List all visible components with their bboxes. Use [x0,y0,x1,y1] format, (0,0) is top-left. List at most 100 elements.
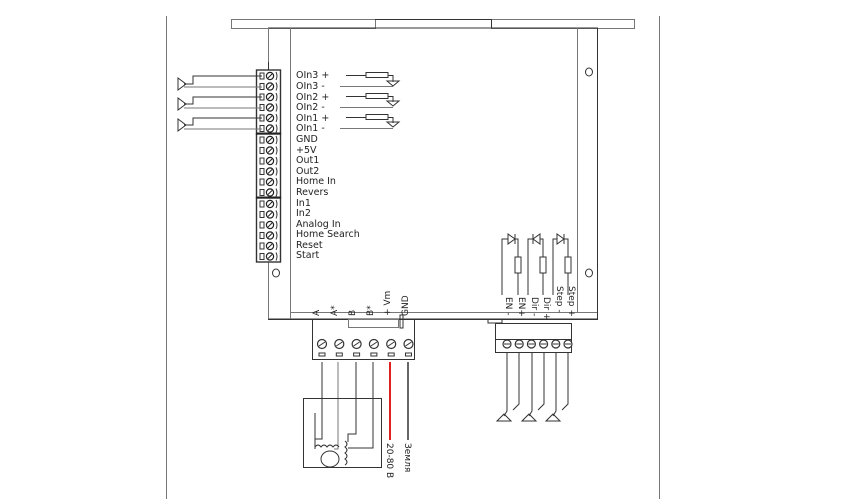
terminal-label: In2 [296,208,311,219]
terminal-slot [259,147,265,154]
terminal-slot [259,253,265,260]
terminal-clamp [275,82,278,91]
terminal-slot [370,352,378,357]
terminal-label: Out1 [296,155,319,166]
screw-slot [267,94,273,100]
terminal-slot [259,157,265,165]
ground-symbol-icon [520,413,538,422]
terminal-slot [259,242,265,250]
terminal-clamp [275,146,278,155]
terminal-label: In1 [296,198,311,209]
optocoupler-icon [556,233,565,245]
terminal-label: OIn3 - [296,81,325,92]
screw-slot [267,73,273,79]
screw-slot [267,137,273,143]
resistor-icon [365,114,389,120]
screw-slot [267,201,273,207]
terminal-slot [259,168,265,175]
screw-slot [387,341,395,347]
terminal-block [255,133,282,199]
heatsink-flange-right [491,19,635,29]
resistor-icon [564,256,572,274]
screw-slot [267,169,273,174]
terminal-label: Step + [566,286,576,317]
terminal-block [255,197,282,263]
screw-slot [267,190,273,195]
terminal-label: GND [296,134,318,145]
terminal-label: Home In [296,176,336,187]
power-terminal-block [312,314,415,360]
terminal-label: B* [366,305,376,316]
control-optocouplers [501,233,572,295]
resistor-icon [539,256,547,274]
motor-icon [320,450,340,468]
terminal-label: + Vm [383,291,393,316]
terminal-slot [259,211,265,218]
terminal-label: Start [296,250,319,261]
terminal-slot [259,178,265,186]
optocoupler-icon [385,100,401,107]
screw-slot [267,233,273,238]
terminal-clamp [275,135,278,145]
terminal-label: OIn1 - [296,123,325,134]
terminal-label: B [348,310,358,316]
coil-icon [344,440,348,466]
left-terminal-blocks [255,62,282,263]
mounting-hole-icon [272,268,280,278]
coil-icon [314,444,340,448]
terminal-label: A* [330,305,340,316]
terminal-label: OIn2 + [296,92,329,103]
terminal-clamp [275,92,278,102]
left-terminal-labels: OIn3 + OIn3 - OIn2 + OIn2 - OIn1 + OIn1 … [296,70,360,261]
control-terminal-block [487,318,573,353]
terminal-slot [259,232,265,239]
terminal-clamp [275,210,278,219]
terminal-label: OIn3 + [296,70,329,81]
screw-slot [267,179,273,185]
ground-symbol-icon [177,118,187,132]
terminal-clamp [275,103,278,112]
screw-slot [267,254,273,259]
screw-slot [267,212,273,217]
ground-symbol-icon [544,413,562,422]
screw-slot [267,158,273,164]
mounting-hole-icon [585,67,593,77]
control-wiring [495,352,569,422]
power-terminal-labels: A A* B B* + Vm GND [312,291,411,316]
terminal-label: +5V [296,145,317,156]
screw-slot [405,341,412,347]
optocoupler-icon [507,233,516,245]
terminal-label: OIn1 + [296,113,329,124]
terminal-clamp [275,231,278,240]
ground-symbol-icon [495,413,513,422]
terminal-clamp [275,124,278,133]
terminal-slot [353,352,361,357]
terminal-label: Out2 [296,166,319,177]
terminal-clamp [275,188,278,197]
terminal-slot [318,352,326,357]
terminal-clamp [275,241,278,251]
terminal-clamp [275,113,278,123]
terminal-slot [259,221,265,229]
ground-symbol-icon [177,97,187,111]
terminal-label: Dir + [541,297,551,321]
control-terminal-labels: EN - EN+ Dir - Dir + Step - Step + [503,286,576,321]
terminal-slot [259,136,265,144]
optocoupler-icon [385,80,401,87]
terminal-label: EN+ [516,297,526,317]
output-optocouplers [340,72,401,129]
motor-wiring [303,362,409,468]
terminal-clamp [275,252,278,261]
optocoupler-icon [532,233,541,245]
ground-symbol-icon [177,77,187,91]
screw-slot [267,105,273,110]
terminal-block [255,69,282,135]
resistor-icon [365,93,389,99]
supply-voltage-label: 20-80 В [384,443,394,478]
terminal-slot [259,200,265,208]
screw-slot [353,341,360,347]
terminal-label: Analog In [296,219,341,230]
terminal-clamp [275,167,278,176]
screw-slot [318,341,326,347]
terminal-clamp [275,177,278,187]
